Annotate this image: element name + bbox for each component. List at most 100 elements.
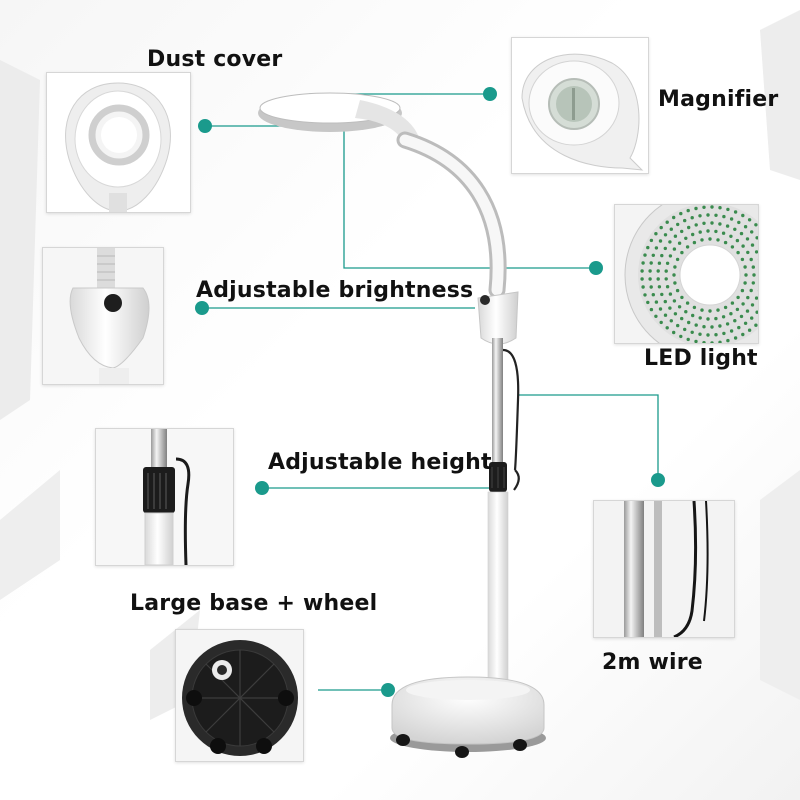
led-dot: [729, 234, 733, 238]
led-dot: [687, 320, 691, 325]
led-light-inset: [614, 204, 759, 344]
led-dot: [749, 257, 753, 262]
led-dot: [741, 302, 745, 306]
led-dot: [680, 229, 684, 234]
led-dot: [739, 231, 744, 236]
led-dot: [656, 269, 660, 273]
led-dot: [657, 285, 662, 289]
led-dot: [702, 205, 706, 209]
led-dot: [692, 305, 697, 310]
led-dot: [751, 281, 755, 285]
led-dot: [668, 254, 673, 258]
adjustable-height-inset: [95, 428, 234, 566]
led-dot: [702, 325, 706, 329]
led-dot: [737, 325, 741, 330]
led-dot: [739, 314, 744, 319]
led-dot: [673, 234, 678, 238]
led-dot: [658, 307, 663, 311]
led-dot: [685, 245, 690, 249]
led-dot: [668, 292, 673, 296]
background-wedge: [760, 10, 800, 180]
led-dot: [708, 237, 712, 241]
led-dot: [690, 216, 694, 220]
led-dot: [735, 307, 740, 312]
led-dot: [729, 312, 733, 316]
led-dot: [721, 315, 726, 319]
led-dot: [729, 329, 734, 333]
led-dot: [706, 317, 710, 321]
led-dot: [743, 265, 747, 269]
lower-tube: [487, 491, 509, 688]
led-dot: [665, 285, 670, 289]
led-dot: [683, 327, 687, 332]
led-ring: [615, 205, 758, 343]
led-dot: [656, 277, 660, 281]
led-dot: [698, 214, 702, 218]
led-dot: [691, 232, 695, 237]
led-dot: [643, 293, 647, 297]
led-dot: [694, 206, 698, 211]
led-dot: [744, 273, 748, 277]
led-dot: [669, 227, 673, 231]
led-dot: [710, 325, 714, 329]
led-dot: [651, 253, 655, 257]
led-dot: [663, 313, 668, 317]
led-dot: [664, 277, 668, 281]
led-dot: [710, 221, 714, 225]
led-dot: [741, 213, 745, 218]
led-dot: [718, 222, 722, 226]
led-dot: [654, 300, 659, 304]
lamp-head: [258, 92, 420, 145]
led-dot: [687, 225, 691, 230]
led-dot: [640, 269, 644, 273]
led-dot: [663, 299, 667, 304]
led-dot: [722, 331, 726, 336]
led-dot: [648, 269, 652, 273]
led-dot: [643, 253, 647, 257]
led-dot: [750, 303, 755, 307]
led-dot: [736, 295, 740, 300]
led-dot: [747, 328, 752, 332]
led-dot: [714, 229, 718, 234]
led-dot: [659, 225, 663, 230]
led-dot: [725, 322, 730, 326]
led-dot: [745, 309, 750, 313]
base-wheel-inset: [175, 629, 304, 762]
led-dot: [654, 246, 659, 250]
led-dot: [640, 277, 644, 281]
magnifier-inset: [511, 37, 649, 174]
led-dot: [679, 334, 683, 339]
led-dot: [698, 230, 702, 234]
led-dot: [700, 238, 704, 242]
led-dot: [733, 319, 737, 323]
led-dot: [669, 319, 673, 323]
led-dot: [685, 301, 690, 305]
base-wheels: [396, 734, 527, 758]
led-dot: [721, 231, 726, 235]
led-dot: [754, 223, 758, 227]
led-dot: [718, 340, 722, 343]
led-dot: [755, 310, 758, 314]
led-dot: [723, 240, 728, 245]
led-dot: [698, 316, 702, 320]
led-dot: [672, 247, 677, 251]
led-dot: [746, 250, 750, 255]
brightness-inset: [42, 247, 164, 385]
adjustable-height-label: Adjustable height: [268, 450, 492, 475]
led-dot: [676, 222, 680, 227]
led-dot: [714, 316, 718, 321]
led-dot: [737, 220, 741, 225]
led-dot: [735, 238, 740, 243]
led-dot: [730, 301, 735, 305]
led-dot: [722, 214, 726, 219]
led-dot: [646, 300, 650, 305]
led-dot: [679, 211, 683, 216]
led-dot: [736, 250, 740, 255]
led-dot: [740, 288, 745, 293]
wire-inset: [593, 500, 735, 638]
led-dot: [680, 250, 684, 255]
background-wedge: [0, 60, 40, 420]
led-dot: [694, 323, 698, 327]
metal-pole: [492, 338, 503, 468]
